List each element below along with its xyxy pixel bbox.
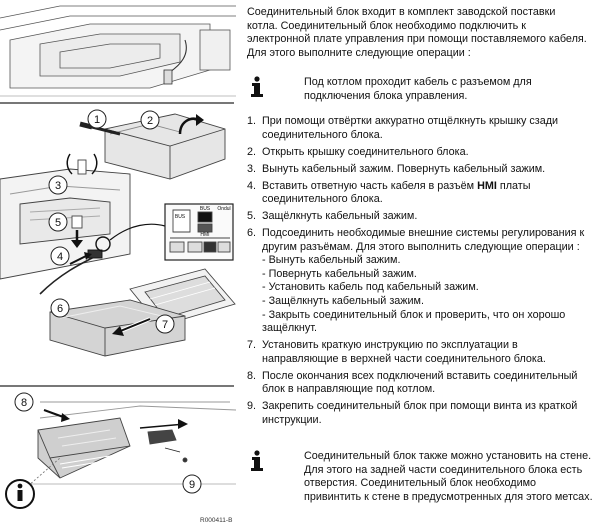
step-item: 9. Закрепить соединительный блок при пом… (247, 400, 597, 427)
step-number: 3. (247, 162, 257, 175)
step-number: 9. (247, 400, 257, 413)
connector-label-hmi: HMI (200, 232, 209, 238)
connection-steps-drawing: 1 2 3 4 5 6 7 BUS BUS HMI Ondul (0, 109, 236, 357)
step-item: 5. Защёлкнуть кабельный зажим. (247, 210, 597, 224)
step-text: Вынуть кабельный зажим. Повернуть кабель… (262, 162, 546, 175)
step-item: 3. Вынуть кабельный зажим. Повернуть каб… (247, 163, 597, 177)
step-text: После окончания всех подключений вставит… (262, 369, 578, 396)
step-text-end: платы соединительного блока. (262, 179, 531, 206)
step-item: 2. Открыть крышку соединительного блока. (247, 146, 597, 160)
step-item: 6. Подсоединить необходимые внешние сист… (247, 227, 597, 336)
intro-paragraph: Соединительный блок входит в комплект за… (247, 6, 587, 59)
connector-label-ondul: Ondul (217, 206, 230, 212)
section-divider (0, 385, 234, 387)
info-note-2-text: Соединительный блок также можно установи… (304, 450, 593, 503)
step-text: Открыть крышку соединительного блока. (262, 145, 469, 158)
connector-label-bus-1: BUS (175, 214, 186, 220)
step-text: При помощи отвёртки аккуратно отщёлкнуть… (262, 115, 559, 141)
boiler-underside-drawing (0, 5, 236, 97)
info-i-icon (251, 450, 263, 471)
info-i-icon (251, 76, 263, 97)
illustration-connection-steps: 1 2 3 4 5 6 7 BUS BUS HMI Ondul (0, 104, 236, 384)
step-text: Закрепить соединительный блок при помощи… (262, 400, 578, 426)
info-note-1-text: Под котлом проходит кабель с разъемом дл… (304, 76, 532, 102)
callout-5: 5 (55, 217, 61, 229)
illustration-installation: 8 9 (0, 388, 236, 532)
step-text: Защёлкнуть кабельный зажим. (262, 210, 418, 223)
step-number: 8. (247, 369, 257, 382)
step-number: 7. (247, 339, 257, 352)
callout-2: 2 (147, 115, 153, 127)
step-text: Установить краткую инструкцию по эксплуа… (262, 339, 546, 365)
connector-label-bus-2: BUS (200, 206, 211, 212)
section-divider (0, 102, 234, 104)
figure-reference: R000411-B (200, 517, 233, 524)
installation-drawing: 8 9 (5, 392, 236, 509)
sub-step: - Защёлкнуть кабельный зажим. (262, 295, 424, 308)
hmi-connector-label: HMI (477, 179, 497, 192)
sub-step: - Закрыть соединительный блок и проверит… (262, 308, 566, 335)
callout-9: 9 (189, 479, 195, 491)
step-text: Подсоединить необходимые внешние системы… (262, 227, 585, 253)
step-number: 2. (247, 145, 257, 158)
sub-step: - Повернуть кабельный зажим. (262, 267, 417, 280)
callout-7: 7 (162, 319, 168, 331)
step-number: 1. (247, 115, 257, 127)
sub-step: - Установить кабель под кабельный зажим. (262, 281, 479, 294)
sub-step: - Вынуть кабельный зажим. (262, 254, 401, 267)
illustration-boiler-underside (0, 0, 236, 100)
step-item: 8. После окончания всех подключений вста… (247, 370, 597, 397)
step-number: 4. (247, 179, 257, 192)
callout-1: 1 (94, 114, 100, 126)
steps-list: 1. При помощи отвёртки аккуратно отщёлкн… (247, 115, 597, 431)
step-item: 4. Вставить ответную часть кабеля в разъ… (247, 180, 597, 207)
callout-3: 3 (55, 180, 61, 192)
callout-4: 4 (57, 251, 63, 263)
callout-8: 8 (21, 397, 27, 409)
step-number: 5. (247, 210, 257, 223)
step-item: 7. Установить краткую инструкцию по эксп… (247, 339, 597, 366)
step-number: 6. (247, 227, 257, 240)
callout-6: 6 (57, 303, 63, 315)
step-text: Вставить ответную часть кабеля в разъём (262, 179, 478, 192)
step-item: 1. При помощи отвёртки аккуратно отщёлкн… (247, 115, 597, 142)
